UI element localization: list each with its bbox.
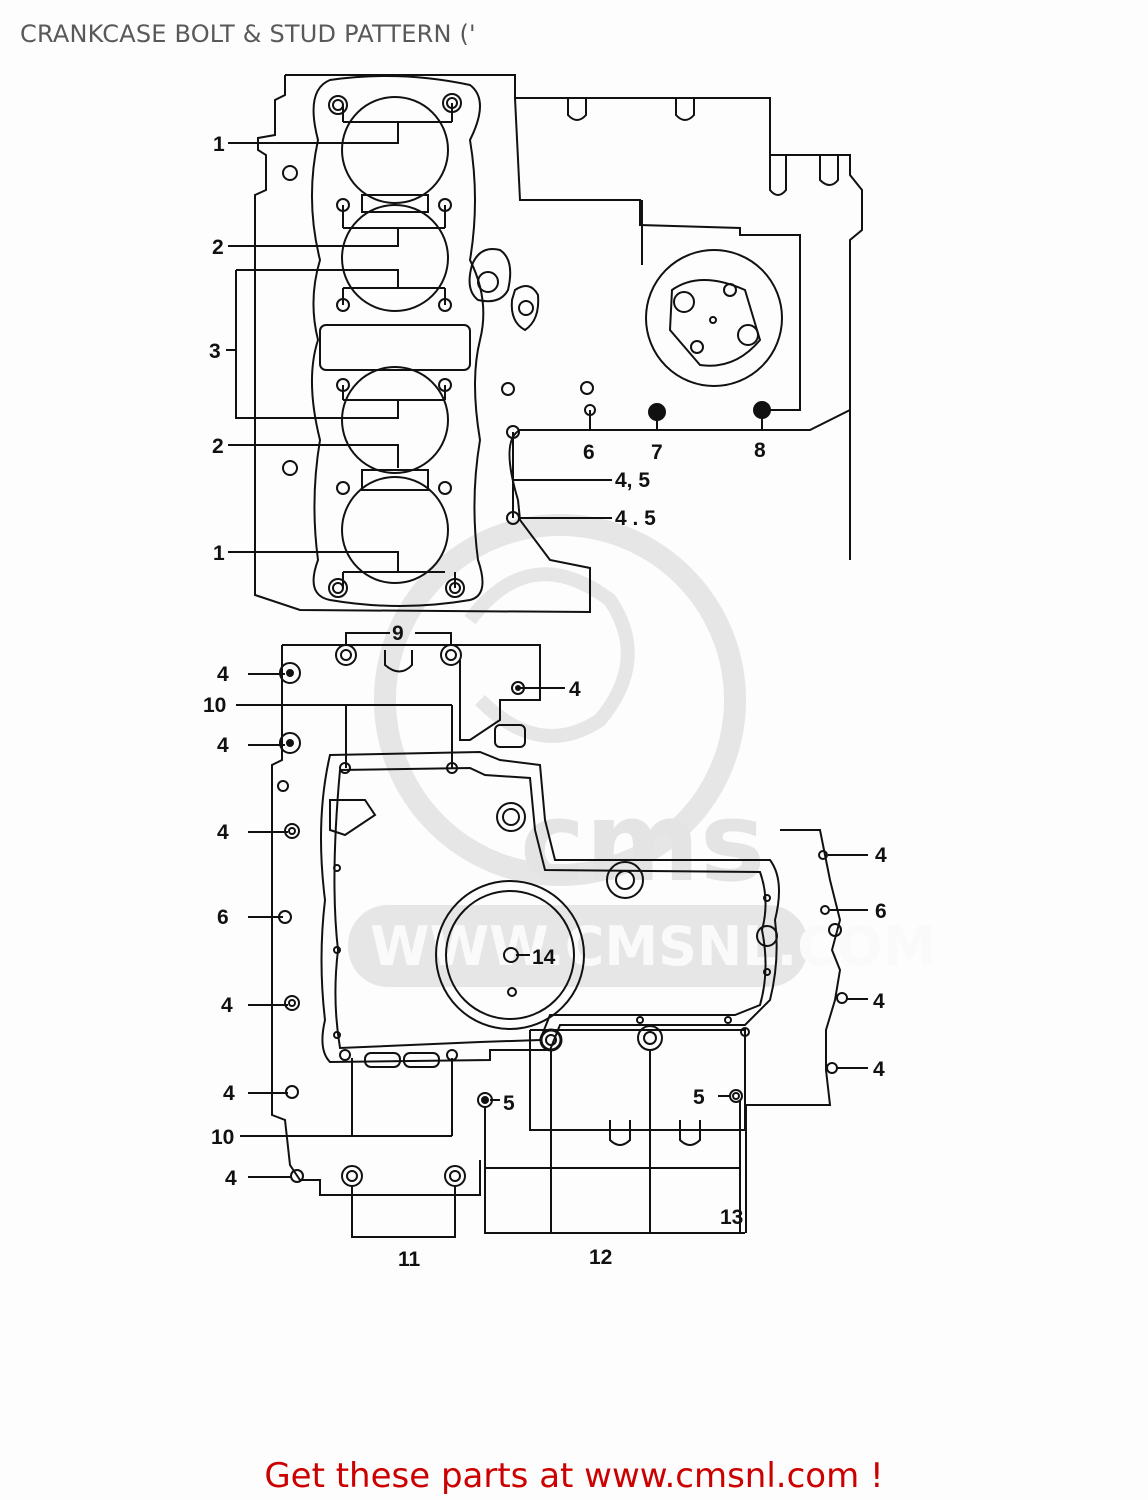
callout-2-bottom: 2 xyxy=(212,435,224,458)
callout-5-mid: 5 xyxy=(503,1092,515,1115)
callout-4-left-6: 4 xyxy=(225,1167,237,1190)
callout-9: 9 xyxy=(392,622,404,645)
promo-link[interactable]: Get these parts at www.cmsnl.com ! xyxy=(264,1456,884,1496)
watermark-url-text: WWW.CMSNL.COM xyxy=(370,915,936,978)
callout-4-left-3: 4 xyxy=(217,821,229,844)
page-title: CRANKCASE BOLT & STUD PATTERN (' xyxy=(20,20,476,48)
callout-6: 6 xyxy=(583,441,595,464)
callout-10-top: 10 xyxy=(203,694,226,717)
callout-2-top: 2 xyxy=(212,236,224,259)
callout-11: 11 xyxy=(398,1248,421,1271)
callout-4-right-1: 4 xyxy=(875,844,887,867)
callout-4-5-a: 4, 5 xyxy=(615,469,650,492)
callout-14: 14 xyxy=(532,946,556,969)
callout-4-left-2: 4 xyxy=(217,734,229,757)
callout-4-left-5: 4 xyxy=(223,1082,235,1105)
callout-5-right: 5 xyxy=(693,1086,705,1109)
callout-6-right: 6 xyxy=(875,900,887,923)
callout-1-bottom: 1 xyxy=(213,542,225,565)
callout-7: 7 xyxy=(651,441,663,464)
callout-12: 12 xyxy=(589,1246,612,1269)
callout-1-top: 1 xyxy=(213,133,225,156)
callout-4-right-top: 4 xyxy=(569,678,581,701)
callout-3: 3 xyxy=(209,340,221,363)
watermark-logo: cms WWW.CMSNL.COM xyxy=(348,514,936,987)
callout-6-left: 6 xyxy=(217,906,229,929)
callout-4-right-3: 4 xyxy=(873,1058,885,1081)
callout-8: 8 xyxy=(754,439,766,462)
callout-4-right-2: 4 xyxy=(873,990,885,1013)
callout-10-bottom: 10 xyxy=(211,1126,234,1149)
callout-13: 13 xyxy=(720,1206,743,1229)
callout-4-left-4: 4 xyxy=(221,994,233,1017)
callout-4-5-b: 4 . 5 xyxy=(615,507,656,530)
crankcase-diagram: cms WWW.CMSNL.COM xyxy=(203,74,936,1271)
callout-4-left-1: 4 xyxy=(217,663,229,686)
